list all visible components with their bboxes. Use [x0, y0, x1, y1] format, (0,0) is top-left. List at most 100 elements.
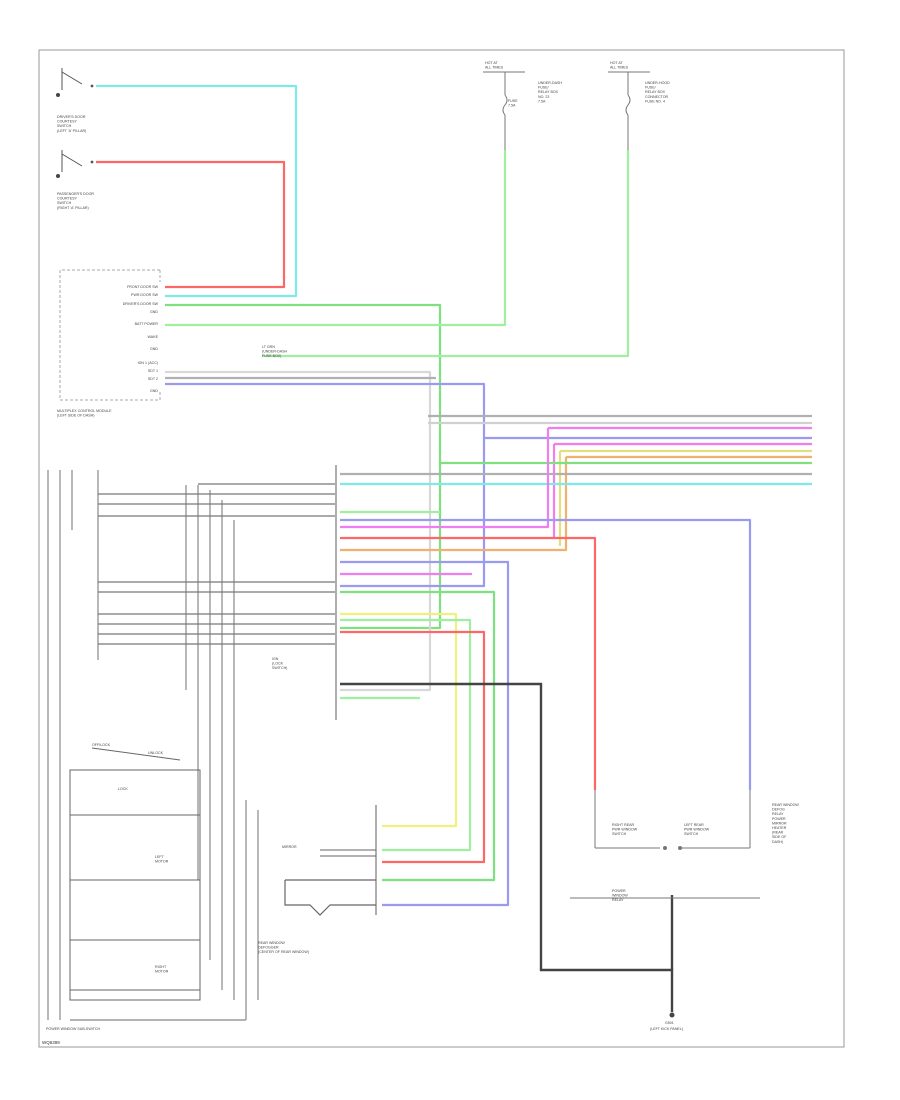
label-line: POWER — [772, 817, 786, 821]
label-line: DASH) — [772, 840, 783, 844]
label-line: COURTESY — [57, 197, 78, 201]
label-line: WINDOW — [612, 894, 628, 898]
label-line: UNLOCK — [148, 751, 164, 755]
label-line: LEFT REAR — [684, 823, 704, 827]
label-line: POWER — [612, 889, 626, 893]
label-line: RIGHT — [155, 965, 167, 969]
label-line: CONNECTOR — [645, 95, 668, 99]
label-line: HOT AT — [610, 61, 623, 65]
left-switch-label: OFF/LOCK — [92, 743, 111, 747]
label-line: UNDER-HOOD — [645, 81, 670, 85]
wire-mid-grn — [340, 590, 496, 882]
wire-mid-pnk — [340, 428, 550, 529]
wire-lt-blu-driver — [96, 84, 298, 298]
wire-mid-blu2 — [340, 560, 510, 907]
fuse-box-1 — [483, 71, 525, 150]
label-line: RELAY — [612, 898, 624, 902]
wire-mid-red — [340, 536, 597, 790]
wire-lt-grn-fuse2 — [262, 150, 630, 358]
label-line: RELAY BOX — [645, 90, 666, 94]
lock-switch — [69, 747, 201, 1001]
mirror-label: MIRROR — [282, 845, 297, 849]
wire-lt-grn-fuse1 — [165, 150, 507, 327]
wire-mid-grn2 — [340, 618, 472, 852]
wire-red-passenger — [96, 160, 286, 289]
wire-mid-yel — [340, 612, 458, 828]
control-module-pin: BATT POWER — [135, 322, 159, 326]
wire-wht — [165, 370, 432, 692]
control-module-pin: SDT 1 — [148, 369, 158, 373]
label-line: FUSE BOX) — [262, 354, 281, 358]
label-line: (LEFT 'A' PILLAR) — [57, 129, 86, 133]
label-line: HOT AT — [485, 61, 498, 65]
label-line: PWR WINDOW — [612, 828, 638, 832]
control-module-pin: SDT 2 — [148, 377, 158, 381]
label-line: REAR WINDOW — [772, 803, 799, 807]
footer-code: WQ6399 — [42, 1040, 60, 1045]
label-line: REAR WINDOW — [258, 941, 285, 945]
label-line: LT GRN — [262, 345, 275, 349]
power-window-switch-label: POWER WINDOW SUB-SWITCH — [46, 1027, 101, 1031]
control-module-pin: PWR DOOR SW — [131, 293, 159, 297]
label-line: SWITCH) — [272, 666, 287, 670]
label-line: MIRROR — [282, 845, 297, 849]
label-line: SWITCH — [57, 201, 72, 205]
wire-harness-yel — [558, 449, 812, 546]
label-line: 7.5A — [538, 99, 546, 103]
control-module-label: MULTIPLEX CONTROL MODULE(LEFT SIDE OF DA… — [57, 409, 112, 418]
label-line: PWR WINDOW — [684, 828, 710, 832]
label-line: (REAR — [772, 831, 784, 835]
control-module-pin: DRIVER'S DOOR SW — [123, 302, 159, 306]
label-line: SWITCH — [612, 832, 627, 836]
wire-mid-red2 — [340, 630, 486, 864]
wire-blk-ground — [340, 682, 674, 1012]
ground-location-label: (LEFT KICK PANEL) — [650, 1027, 683, 1031]
passenger-door-switch — [56, 150, 94, 178]
label-line: ALL TIMES — [485, 66, 504, 70]
label-line: IGN — [272, 657, 279, 661]
label-line: COURTESY — [57, 120, 78, 124]
window-switch-module — [47, 470, 259, 1021]
ground-label: G501 — [665, 1021, 674, 1025]
wire-mid-blu — [340, 518, 752, 790]
label-line: RIGHT REAR — [612, 823, 635, 827]
diagram-frame — [38, 49, 845, 1048]
control-module-pin: FRONT DOOR SW — [127, 285, 158, 289]
label-line: (LOCK — [272, 662, 284, 666]
label-line: RELAY — [772, 812, 784, 816]
defogger-switch — [284, 880, 376, 916]
label-line: FUSE NO. 4 — [645, 99, 665, 103]
control-module-pin: GND — [150, 310, 158, 314]
right-relay — [570, 790, 760, 899]
wire-harness-org — [340, 455, 812, 552]
label-line: NO. 23 — [538, 95, 549, 99]
label-line: UNDER-DASH — [538, 81, 562, 85]
control-module-pins: FRONT DOOR SW PWR DOOR SW DRIVER'S DOOR SW… — [123, 285, 159, 393]
wire-harness-pnk2 — [552, 442, 812, 538]
label-line: SWITCH — [57, 124, 72, 128]
label-line: FUSE/ — [645, 86, 656, 90]
unlock-label: UNLOCK — [148, 751, 164, 755]
driver-door-switch — [56, 68, 94, 97]
label-line: OFF/LOCK — [92, 743, 111, 747]
label-line: MOTOR — [155, 970, 169, 974]
control-module-pin: WAKE — [148, 335, 159, 339]
label-line: FUSE — [508, 99, 518, 103]
label-line: SWITCH — [684, 832, 699, 836]
label-line: PASSENGER'S DOOR — [57, 192, 94, 196]
label-line: FUSE/ — [538, 86, 549, 90]
label-line: DEFOG — [772, 808, 785, 812]
label-line: HEATER — [772, 826, 787, 830]
